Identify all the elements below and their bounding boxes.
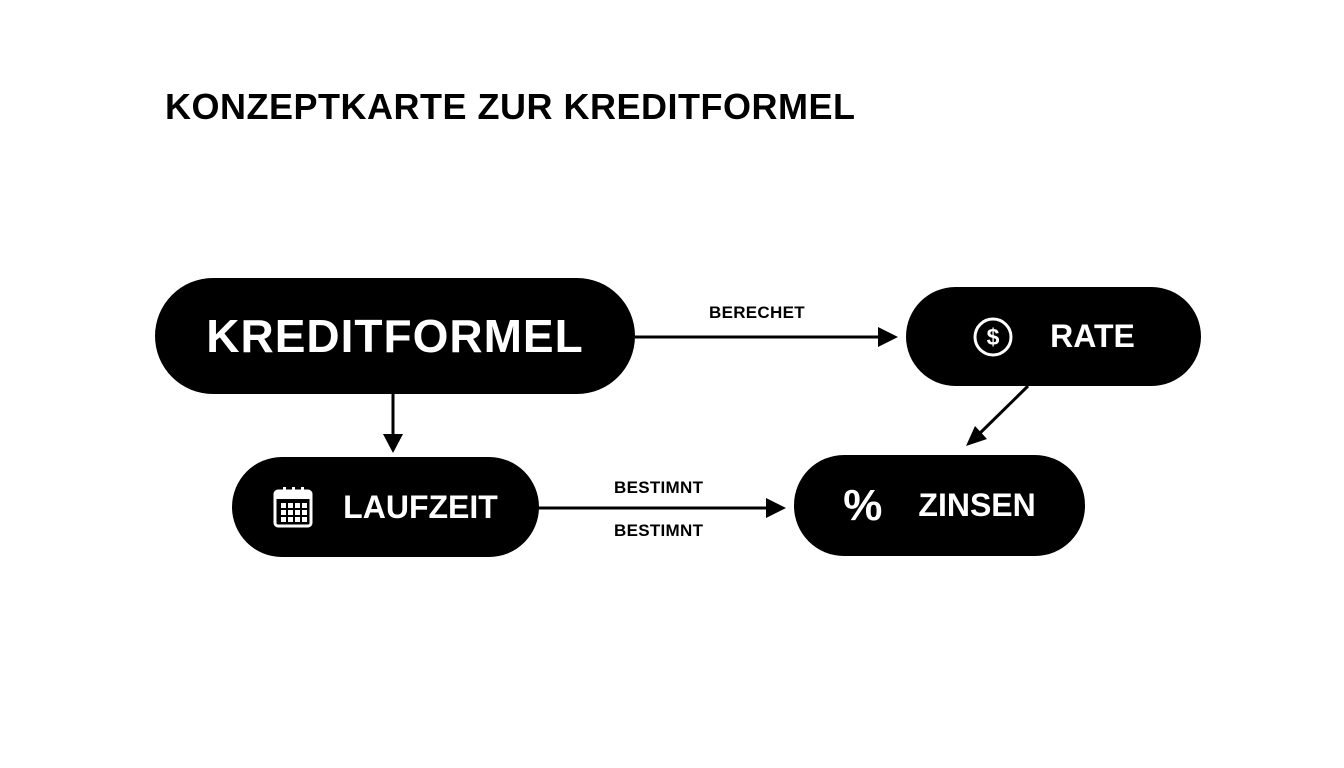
node-zinsen: % ZINSEN	[794, 455, 1085, 556]
node-rate-label: RATE	[1050, 318, 1135, 354]
arrow-kredit-to-laufzeit	[383, 394, 403, 453]
arrow-rate-to-zinsen	[966, 384, 1030, 446]
node-laufzeit: LAUFZEIT	[232, 457, 539, 557]
node-kreditformel: KREDITFORMEL	[155, 278, 635, 394]
svg-text:$: $	[987, 324, 1000, 350]
node-rate: $ RATE	[906, 287, 1201, 386]
node-kreditformel-label: KREDITFORMEL	[206, 310, 584, 362]
page-title: KONZEPTKARTE ZUR KREDITFORMEL	[165, 86, 856, 127]
edge-label-bestimnt-bottom: BESTIMNT	[614, 521, 704, 540]
percent-icon: %	[843, 480, 883, 530]
node-laufzeit-label: LAUFZEIT	[343, 488, 498, 525]
edge-label-bestimnt-top: BESTIMNT	[614, 478, 704, 497]
node-zinsen-label: ZINSEN	[918, 487, 1036, 523]
edge-label-berechet: BERECHET	[709, 303, 805, 322]
dollar-coin-icon: $	[972, 316, 1014, 358]
arrow-laufzeit-to-zinsen	[539, 498, 786, 518]
calendar-icon	[273, 486, 313, 528]
arrow-kredit-to-rate	[635, 327, 898, 347]
